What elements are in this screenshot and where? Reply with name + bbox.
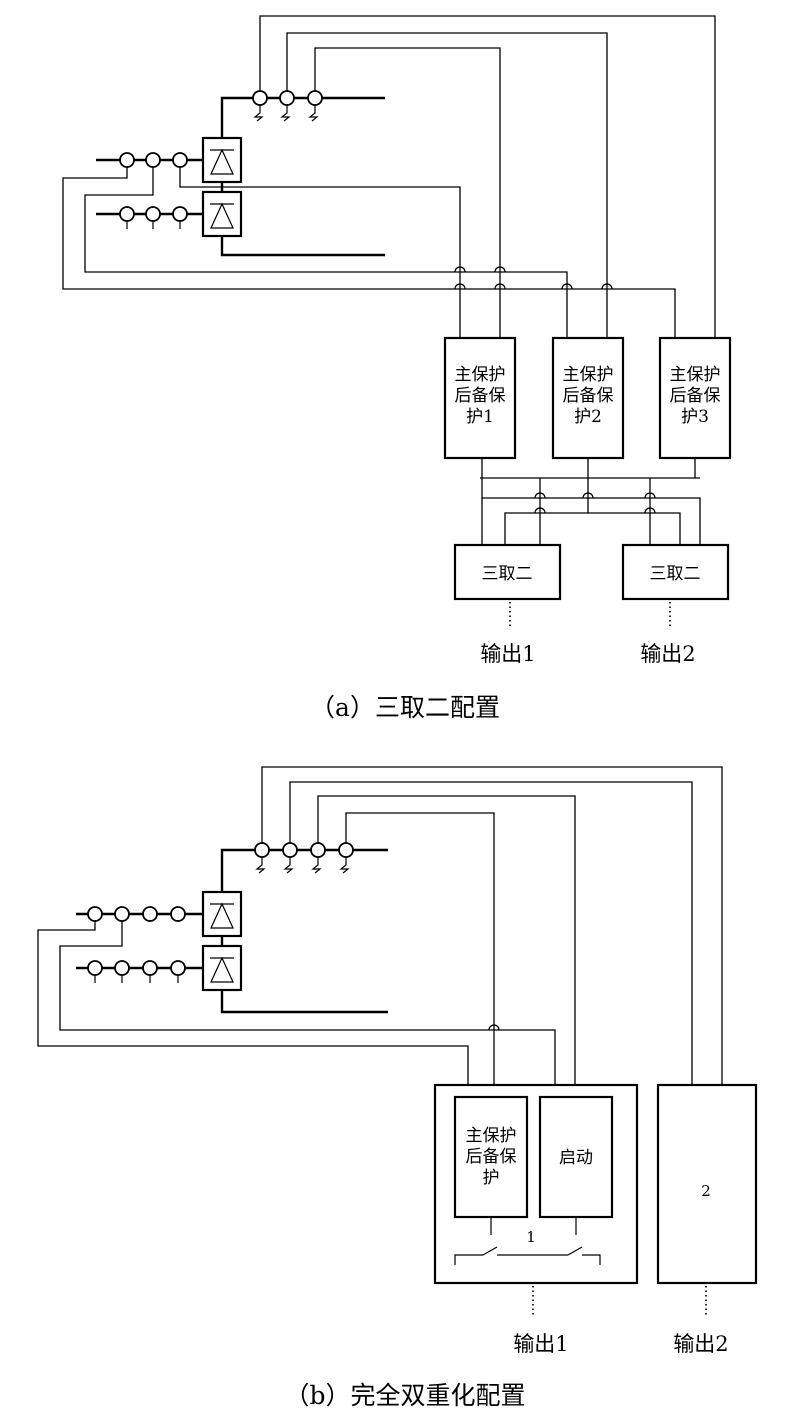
ct-icon xyxy=(338,842,354,858)
voter-2: 三取二 xyxy=(621,543,730,601)
protection-box xyxy=(551,336,625,460)
protection-unit-1: 主保护 后备保 护1 xyxy=(443,336,517,460)
wiring-a xyxy=(62,15,716,545)
set-2-box xyxy=(656,1083,758,1285)
protection-label-line: 后备保 xyxy=(563,386,614,406)
protection-label-line: 护1 xyxy=(466,407,494,427)
diode-icon xyxy=(210,148,234,175)
ct-icon xyxy=(119,206,135,222)
output-label-1: 输出1 xyxy=(513,1332,568,1356)
voter-label: 三取二 xyxy=(482,564,533,584)
breaker-box xyxy=(201,136,243,184)
breaker-lower-b xyxy=(201,944,243,992)
protection-unit-3: 主保护 后备保 护3 xyxy=(658,336,732,460)
protection-label-line: 主保护 xyxy=(670,365,721,385)
ct-icon xyxy=(145,206,161,222)
voter-1: 三取二 xyxy=(453,543,562,601)
ct-icon xyxy=(172,206,188,222)
ct-icon xyxy=(254,842,270,858)
ct-icon xyxy=(307,90,323,106)
breaker-lower-a xyxy=(201,190,243,238)
diode-icon xyxy=(210,956,234,983)
breaker-upper-a xyxy=(201,136,243,184)
protection-label-line: 主保护 xyxy=(455,365,506,385)
ct-icon xyxy=(172,152,188,168)
output-label-2: 输出2 xyxy=(640,642,695,666)
start-box xyxy=(538,1095,614,1219)
ct-icon xyxy=(119,152,135,168)
ct-icon xyxy=(279,90,295,106)
busbar-b xyxy=(220,848,388,1014)
diode-icon xyxy=(210,202,234,229)
breaker-upper-b xyxy=(201,890,243,938)
start-label: 启动 xyxy=(559,1148,593,1168)
busbar-a xyxy=(220,96,385,257)
ct-icon xyxy=(142,960,158,976)
protection-label-line: 护3 xyxy=(681,407,709,427)
protection-box xyxy=(658,336,732,460)
bus-current-transformers-a xyxy=(252,90,323,122)
breaker-box xyxy=(201,890,243,938)
ground-stub-icon xyxy=(126,221,181,229)
ground-symbol-icon xyxy=(253,105,319,122)
wiring-b xyxy=(37,766,723,1097)
ground-stub-icon xyxy=(94,975,179,983)
ct-icon xyxy=(145,152,161,168)
protection-box xyxy=(453,1095,529,1219)
protection-box xyxy=(443,336,517,460)
output-label-2: 输出2 xyxy=(673,1332,728,1356)
feeder-current-transformers-b xyxy=(87,906,186,983)
protection-unit-b: 主保护 后备保 护 xyxy=(453,1095,529,1219)
protection-label-line: 护2 xyxy=(574,407,602,427)
protection-label-line: 后备保 xyxy=(455,386,506,406)
set-2-label: 2 xyxy=(701,1182,711,1200)
voter-box xyxy=(621,543,730,601)
ct-icon xyxy=(282,842,298,858)
ct-icon xyxy=(87,960,103,976)
caption-a: （a）三取二配置 xyxy=(310,693,500,722)
diode-icon xyxy=(210,902,234,929)
protection-label-line: 主保护 xyxy=(466,1126,517,1146)
voter-box xyxy=(453,543,562,601)
breaker-box xyxy=(201,190,243,238)
voter-label: 三取二 xyxy=(650,564,701,584)
ct-icon xyxy=(114,906,130,922)
breaker-box xyxy=(201,944,243,992)
output-label-1: 输出1 xyxy=(480,642,535,666)
protection-label-line: 后备保 xyxy=(466,1147,517,1167)
protection-set-2: 2 xyxy=(656,1083,758,1285)
protection-label-line: 主保护 xyxy=(563,365,614,385)
ct-icon xyxy=(87,906,103,922)
protection-label-line: 护 xyxy=(483,1168,500,1188)
bus-current-transformers-b xyxy=(254,842,354,874)
ct-icon xyxy=(142,906,158,922)
start-unit: 启动 xyxy=(538,1095,614,1219)
trip-contacts: 1 xyxy=(454,1217,601,1265)
protection-label-line: 后备保 xyxy=(670,386,721,406)
caption-b: （b）完全双重化配置 xyxy=(284,1381,525,1410)
set-1-label: 1 xyxy=(526,1228,536,1246)
ct-icon xyxy=(310,842,326,858)
feeder-current-transformers-a xyxy=(119,152,188,229)
diagram-a: 主保护 后备保 护1 主保护 后备保 护2 主保护 后备保 护3 三取二 三取二… xyxy=(62,15,732,722)
diagram-b: 主保护 后备保 护 启动 1 2 输出1 输出2 （b）完全双重化配置 xyxy=(37,766,758,1410)
ct-icon xyxy=(170,960,186,976)
protection-unit-2: 主保护 后备保 护2 xyxy=(551,336,625,460)
ct-icon xyxy=(170,906,186,922)
ground-symbol-icon xyxy=(255,857,350,874)
ct-icon xyxy=(252,90,268,106)
ct-icon xyxy=(114,960,130,976)
